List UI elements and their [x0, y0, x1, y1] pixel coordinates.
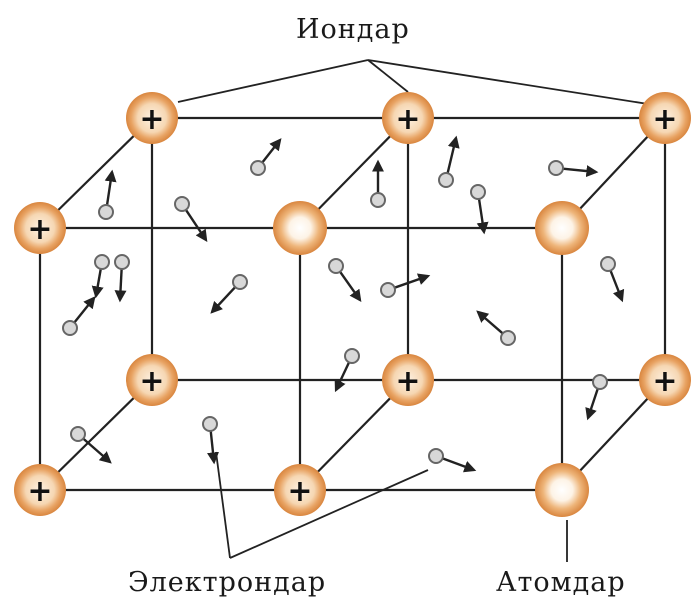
electron-arrow: [104, 169, 117, 206]
electron-arrow: [442, 457, 477, 473]
electron: [70, 426, 86, 442]
electron: [370, 192, 386, 208]
electron-arrow: [334, 361, 351, 393]
lattice-nodes: + + + + + + + + +: [14, 92, 691, 517]
electron: [328, 258, 344, 274]
ion-plus-sign: +: [652, 364, 677, 399]
electron: [592, 374, 608, 390]
electron: [232, 274, 248, 290]
electrons-group: [62, 135, 625, 473]
ion-plus-sign: +: [287, 474, 312, 509]
ion-plus-sign: +: [27, 474, 52, 509]
electron: [438, 172, 454, 188]
electron: [94, 254, 110, 270]
electron-arrow: [91, 268, 104, 299]
electron-arrow: [476, 310, 504, 335]
label-ions: Иондар: [296, 14, 410, 45]
electron: [344, 348, 360, 364]
label-atoms: Атомдар: [496, 567, 626, 598]
ion-plus-sign: +: [27, 212, 52, 247]
electron-arrow: [210, 286, 237, 314]
electron: [548, 160, 564, 176]
electrons-leader-line: [229, 469, 429, 559]
electron: [202, 416, 218, 432]
ion: [274, 464, 326, 516]
lattice-edge: [39, 117, 153, 229]
ion-plus-sign: +: [395, 364, 420, 399]
electron: [62, 320, 78, 336]
ion: [14, 464, 66, 516]
electron: [174, 196, 190, 212]
electron-arrow: [394, 273, 431, 289]
lattice-edge: [39, 379, 153, 491]
ion: [14, 202, 66, 254]
atom: [535, 201, 589, 255]
ion-plus-sign: +: [139, 102, 164, 137]
electron-arrow: [82, 437, 112, 464]
electron-arrow: [585, 388, 599, 421]
electron-arrow: [73, 296, 96, 324]
electron: [380, 282, 396, 298]
electron-arrow: [114, 268, 127, 303]
ion: [126, 92, 178, 144]
electron: [470, 184, 486, 200]
electron-arrow: [446, 135, 460, 174]
label-electrons: Электрондар: [128, 567, 326, 598]
ion: [382, 92, 434, 144]
ion-plus-sign: +: [395, 102, 420, 137]
ion: [126, 354, 178, 406]
electron-arrow: [261, 138, 282, 164]
electron: [250, 160, 266, 176]
ion: [639, 354, 691, 406]
atom: [273, 201, 327, 255]
ions-leader-line: [367, 59, 409, 93]
electrons-leader-line: [215, 451, 231, 559]
lattice-edges: [38, 116, 667, 492]
electron-arrow: [184, 209, 208, 242]
electron: [114, 254, 130, 270]
electron: [500, 330, 516, 346]
ion-plus-sign: +: [652, 102, 677, 137]
ions-leader-line: [177, 59, 369, 103]
ion: [639, 92, 691, 144]
electron: [428, 448, 444, 464]
label-leader-lines: [177, 59, 649, 562]
ion: [382, 354, 434, 406]
electron-arrow: [476, 198, 489, 235]
ions-leader-line: [367, 59, 649, 105]
atom: [535, 463, 589, 517]
electron-arrow: [562, 165, 599, 178]
electron-arrow: [339, 271, 362, 302]
electron: [98, 204, 114, 220]
electron: [600, 256, 616, 272]
ion-plus-sign: +: [139, 364, 164, 399]
electron-arrow: [207, 430, 219, 465]
electron-arrow: [609, 270, 625, 303]
